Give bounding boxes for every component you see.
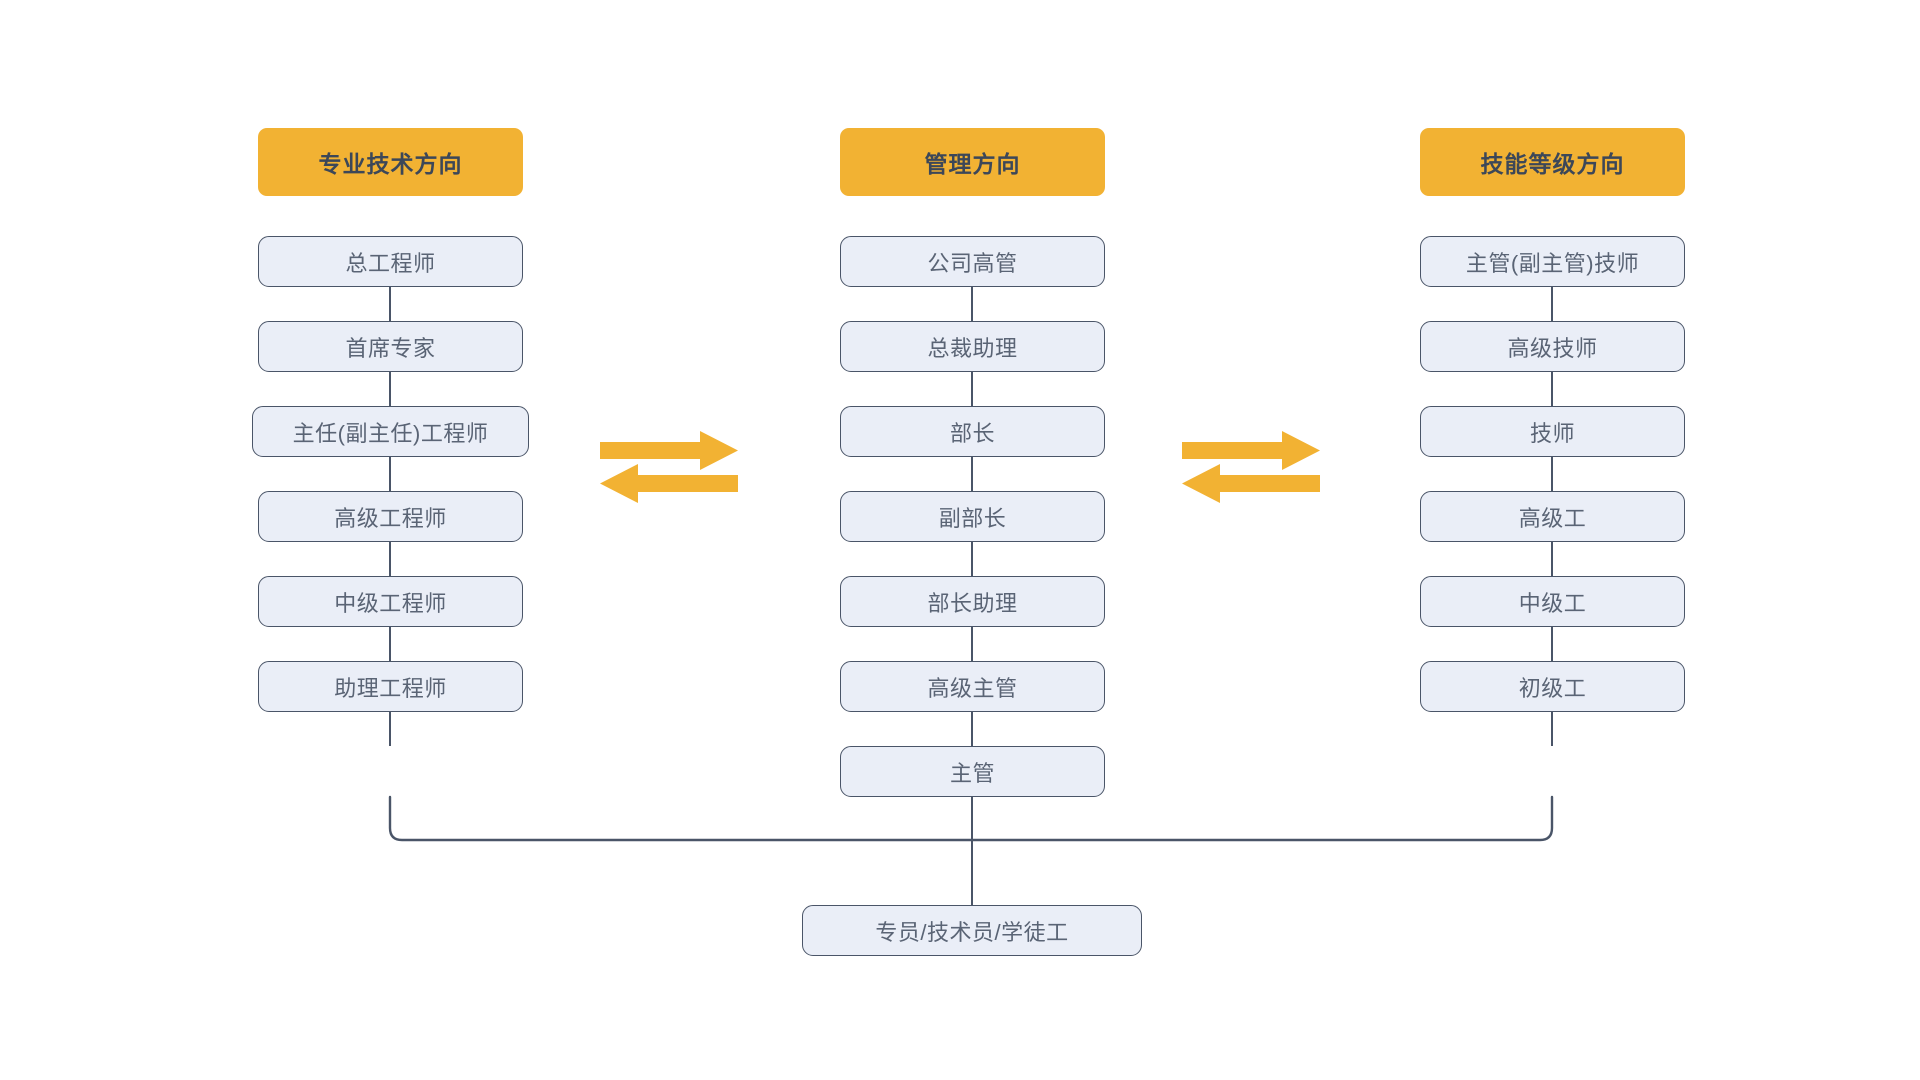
node-label: 专员/技术员/学徒工 <box>875 919 1069 945</box>
node-label: 总工程师 <box>345 250 436 276</box>
node-management-4[interactable]: 副部长 <box>840 491 1105 542</box>
column-header-management[interactable]: 管理方向 <box>840 128 1105 196</box>
node-label: 助理工程师 <box>334 675 447 701</box>
node-skill-4[interactable]: 高级工 <box>1420 491 1685 542</box>
column-header-skill[interactable]: 技能等级方向 <box>1420 128 1685 196</box>
node-label: 中级工 <box>1518 590 1587 616</box>
node-technical-4[interactable]: 高级工程师 <box>258 491 523 542</box>
node-label: 高级技师 <box>1507 335 1598 361</box>
node-label: 部长助理 <box>927 590 1018 616</box>
node-label: 公司高管 <box>927 250 1018 276</box>
node-management-3[interactable]: 部长 <box>840 406 1105 457</box>
column-header-technical-label: 专业技术方向 <box>318 151 463 177</box>
node-label: 中级工程师 <box>334 590 447 616</box>
node-management-5[interactable]: 部长助理 <box>840 576 1105 627</box>
node-management-6[interactable]: 高级主管 <box>840 661 1105 712</box>
node-technical-6[interactable]: 助理工程师 <box>258 661 523 712</box>
column-header-management-label: 管理方向 <box>924 151 1021 177</box>
node-label: 副部长 <box>938 505 1007 531</box>
node-label: 高级工程师 <box>334 505 447 531</box>
node-label: 初级工 <box>1518 675 1587 701</box>
node-label: 高级主管 <box>927 675 1018 701</box>
node-technical-2[interactable]: 首席专家 <box>258 321 523 372</box>
node-label: 首席专家 <box>345 335 436 361</box>
node-skill-6[interactable]: 初级工 <box>1420 661 1685 712</box>
node-label: 总裁助理 <box>927 335 1018 361</box>
node-technical-5[interactable]: 中级工程师 <box>258 576 523 627</box>
node-label: 主任(副主任)工程师 <box>292 420 489 446</box>
bidirectional-exchange-arrows-icon-right[interactable] <box>1180 430 1322 504</box>
bidirectional-exchange-arrows-icon-left[interactable] <box>598 430 740 504</box>
node-label: 主管(副主管)技师 <box>1465 250 1640 276</box>
node-base-entry-level[interactable]: 专员/技术员/学徒工 <box>802 905 1142 956</box>
node-technical-1[interactable]: 总工程师 <box>258 236 523 287</box>
node-skill-3[interactable]: 技师 <box>1420 406 1685 457</box>
column-header-skill-label: 技能等级方向 <box>1480 151 1625 177</box>
node-technical-3[interactable]: 主任(副主任)工程师 <box>252 406 529 457</box>
node-skill-2[interactable]: 高级技师 <box>1420 321 1685 372</box>
node-management-7[interactable]: 主管 <box>840 746 1105 797</box>
node-label: 主管 <box>949 760 995 786</box>
node-label: 技师 <box>1529 420 1575 446</box>
node-skill-5[interactable]: 中级工 <box>1420 576 1685 627</box>
column-header-technical[interactable]: 专业技术方向 <box>258 128 523 196</box>
node-label: 高级工 <box>1518 505 1587 531</box>
node-management-2[interactable]: 总裁助理 <box>840 321 1105 372</box>
node-skill-1[interactable]: 主管(副主管)技师 <box>1420 236 1685 287</box>
node-management-1[interactable]: 公司高管 <box>840 236 1105 287</box>
node-label: 部长 <box>949 420 995 446</box>
